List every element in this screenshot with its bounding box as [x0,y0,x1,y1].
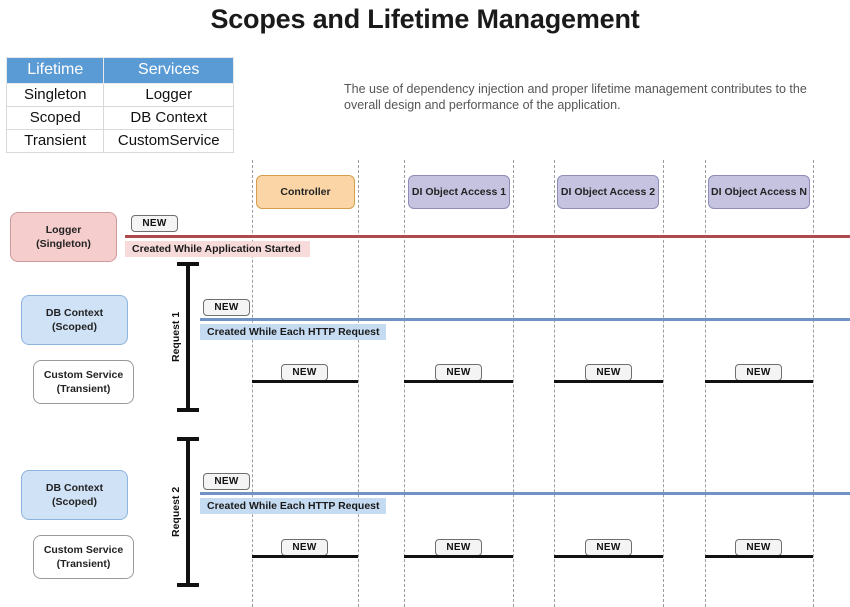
lifeline-di1-left [404,160,405,607]
bracket-cap-bottom [177,583,199,587]
transient-line-r2-di1 [404,555,513,558]
role-box-name: DB Context [45,307,104,319]
role-box-lifetime: (Scoped) [52,321,97,333]
role-box-lifetime: (Scoped) [52,496,97,508]
column-header-label: Controller [280,186,331,198]
singleton-lifetime-line [125,235,850,238]
scoped-lifetime-line-request-2 [200,492,850,495]
banner-label: Created While Application Started [132,243,301,255]
new-badge-transient-r1-di2[interactable]: NEW [585,364,632,381]
role-box-name: Custom Service [43,369,124,381]
new-badge-label: NEW [292,542,317,553]
lifeline-di1-right [513,160,514,607]
table-cell-lifetime: Transient [5,129,105,153]
new-badge-transient-r1-di1[interactable]: NEW [435,364,482,381]
request-1-label: Request 1 [170,311,182,362]
banner-label: Created While Each HTTP Request [207,500,380,512]
role-box-lifetime: (Transient) [56,383,111,395]
banner-label: Created While Each HTTP Request [207,326,380,338]
transient-line-r1-di1 [404,380,513,383]
new-badge-scoped-request-1[interactable]: NEW [203,299,250,316]
table-header-lifetime: Lifetime [5,57,105,84]
role-box-lifetime: (Singleton) [36,238,91,250]
intro-description: The use of dependency injection and prop… [344,82,807,112]
transient-line-r2-din [705,555,813,558]
column-header-di-object-access-1[interactable]: DI Object Access 1 [408,175,510,209]
request-2-label: Request 2 [170,486,182,537]
role-box-lifetime: (Transient) [56,558,111,570]
request-2-bracket [177,437,199,587]
new-badge-scoped-request-2[interactable]: NEW [203,473,250,490]
transient-line-r1-controller [252,380,358,383]
new-badge-transient-r2-di2[interactable]: NEW [585,539,632,556]
table-cell-service: DB Context [103,106,234,130]
column-header-label: DI Object Access 2 [560,186,656,198]
lifeline-din-right [813,160,814,607]
page-title: Scopes and Lifetime Management [210,4,640,34]
new-badge-label: NEW [596,542,621,553]
table-row: Transient CustomService [5,129,234,153]
lifeline-din-left [705,160,706,607]
bracket-stem [186,262,190,412]
new-badge-transient-r2-controller[interactable]: NEW [281,539,328,556]
new-badge-transient-r1-controller[interactable]: NEW [281,364,328,381]
role-box-name: Custom Service [43,544,124,556]
scoped-lifetime-line-request-1 [200,318,850,321]
new-badge-label: NEW [214,476,239,487]
lifeline-controller-left [252,160,253,607]
new-badge-label: NEW [292,367,317,378]
table-cell-lifetime: Scoped [5,106,105,130]
new-badge-transient-r2-di1[interactable]: NEW [435,539,482,556]
role-box-db-context-scoped-request-1[interactable]: DB Context (Scoped) [21,295,128,345]
table-cell-service: CustomService [103,129,234,153]
new-badge-transient-r1-din[interactable]: NEW [735,364,782,381]
lifeline-di2-left [554,160,555,607]
transient-line-r2-di2 [554,555,663,558]
bracket-stem [186,437,190,587]
role-box-db-context-scoped-request-2[interactable]: DB Context (Scoped) [21,470,128,520]
new-badge-label: NEW [142,218,167,229]
new-badge-label: NEW [446,542,471,553]
role-box-custom-service-transient-request-1[interactable]: Custom Service (Transient) [33,360,134,404]
column-header-label: DI Object Access 1 [411,186,507,198]
table-header-row: Lifetime Services [5,57,234,84]
new-badge-label: NEW [446,367,471,378]
lifeline-di2-right [663,160,664,607]
banner-created-while-each-http-request-1: Created While Each HTTP Request [200,324,386,340]
request-1-bracket [177,262,199,412]
table-cell-lifetime: Singleton [5,83,105,107]
new-badge-label: NEW [596,367,621,378]
table-row: Scoped DB Context [5,106,234,130]
new-badge-label: NEW [746,367,771,378]
table-cell-service: Logger [103,83,234,107]
new-badge-label: NEW [746,542,771,553]
column-header-di-object-access-2[interactable]: DI Object Access 2 [557,175,659,209]
lifeline-controller-right [358,160,359,607]
role-box-name: DB Context [45,482,104,494]
table-header-services: Services [103,57,234,84]
transient-line-r1-di2 [554,380,663,383]
transient-line-r1-din [705,380,813,383]
role-box-custom-service-transient-request-2[interactable]: Custom Service (Transient) [33,535,134,579]
new-badge-transient-r2-din[interactable]: NEW [735,539,782,556]
column-header-label: DI Object Access N [711,186,807,198]
transient-line-r2-controller [252,555,358,558]
role-box-logger-singleton[interactable]: Logger (Singleton) [10,212,117,262]
lifetime-services-table: Lifetime Services Singleton Logger Scope… [5,57,234,153]
banner-created-while-each-http-request-2: Created While Each HTTP Request [200,498,386,514]
table-row: Singleton Logger [5,83,234,107]
column-header-di-object-access-n[interactable]: DI Object Access N [708,175,810,209]
bracket-cap-bottom [177,408,199,412]
banner-created-while-application-started: Created While Application Started [125,241,310,257]
new-badge-singleton[interactable]: NEW [131,215,178,232]
column-header-controller[interactable]: Controller [256,175,355,209]
new-badge-label: NEW [214,302,239,313]
role-box-name: Logger [45,224,82,236]
